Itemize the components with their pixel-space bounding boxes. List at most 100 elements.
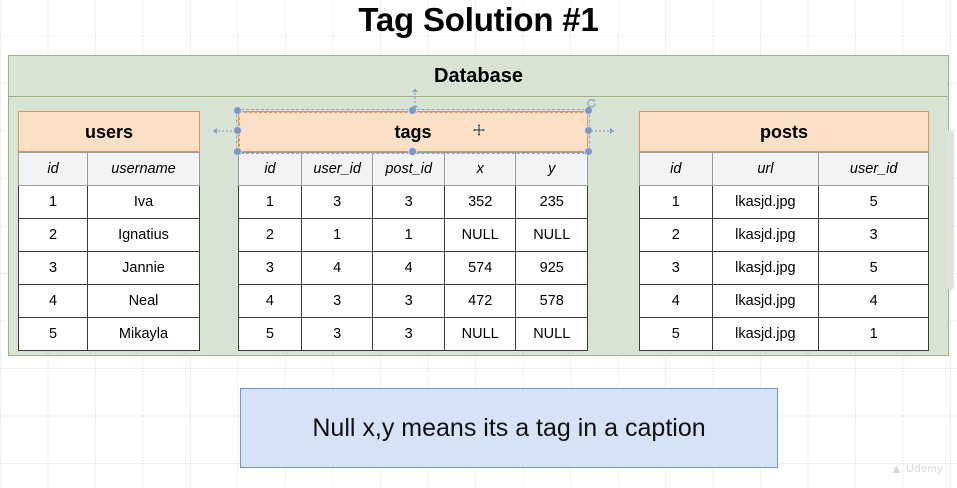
cell-id: 5 [18,317,88,351]
table-tags-body: 1 3 3 352 235 2 1 1 NULL NULL 3 4 4 [238,185,588,351]
column-header: x [443,152,517,186]
udemy-logo-icon: ▲ [889,461,904,476]
database-title: Database [9,56,948,97]
cell-id: 5 [238,317,302,351]
table-row[interactable]: 3 Jannie [18,251,200,285]
snap-guide-left-arrow-icon [212,123,238,134]
resize-handle-bottom-left[interactable] [233,147,242,156]
table-users[interactable]: users id username 1 Iva 2 Ignatius 3 [18,111,200,351]
cell-post-id: 4 [372,251,445,285]
cell-y-null: NULL [515,317,588,351]
cell-id: 3 [238,251,302,285]
cell-username: Mikayla [87,317,200,351]
cell-user-id: 3 [300,284,374,318]
cell-url: lkasjd.jpg [711,218,820,252]
cell-x: 574 [443,251,517,285]
cell-x: 352 [443,185,517,219]
table-row[interactable]: 4 3 3 472 578 [238,284,588,318]
cell-y: 578 [515,284,588,318]
cell-user-id: 5 [818,185,929,219]
table-users-header-row: id username [18,152,200,186]
cell-user-id: 4 [300,251,374,285]
cell-url: lkasjd.jpg [711,185,820,219]
snap-guide-vertical-arrow-icon [410,88,420,110]
table-users-body: 1 Iva 2 Ignatius 3 Jannie 4 Neal 5 Mik [18,185,200,351]
cell-id: 2 [639,218,713,252]
cell-username: Jannie [87,251,200,285]
cell-id: 5 [639,317,713,351]
resize-handle-top-right[interactable] [584,106,593,115]
note-callout-box[interactable]: Null x,y means its a tag in a caption [240,388,778,468]
table-row[interactable]: 3 lkasjd.jpg 5 [639,251,929,285]
table-posts-title: posts [639,111,929,152]
move-cursor-icon [472,123,486,137]
cell-user-id: 3 [300,317,374,351]
cell-y: 925 [515,251,588,285]
cell-user-id: 5 [818,251,929,285]
cell-username: Ignatius [87,218,200,252]
cell-id: 3 [18,251,88,285]
cell-id: 4 [238,284,302,318]
cell-url: lkasjd.jpg [711,251,820,285]
watermark: ▲ Udemy [890,461,943,476]
cell-y: 235 [515,185,588,219]
cell-user-id: 1 [300,218,374,252]
resize-handle-top-left[interactable] [233,106,242,115]
table-row[interactable]: 4 lkasjd.jpg 4 [639,284,929,318]
table-row[interactable]: 5 lkasjd.jpg 1 [639,317,929,351]
cell-post-id: 3 [372,284,445,318]
cell-id: 3 [639,251,713,285]
cell-username: Iva [87,185,200,219]
column-header: id [639,152,713,186]
cell-id: 1 [238,185,302,219]
table-posts-body: 1 lkasjd.jpg 5 2 lkasjd.jpg 3 3 lkasjd.j… [639,185,929,351]
table-tags-header-row: id user_id post_id x y [238,152,588,186]
table-row[interactable]: 2 1 1 NULL NULL [238,218,588,252]
column-header: user_id [818,152,929,186]
resize-handle-bottom-right[interactable] [584,147,593,156]
cell-x-null: NULL [443,317,517,351]
cell-x: 472 [443,284,517,318]
snap-guide-right-arrow-icon [589,123,615,134]
resize-handle-bottom-center[interactable] [408,147,417,156]
cell-post-id: 1 [372,218,445,252]
cell-id: 4 [639,284,713,318]
table-row[interactable]: 5 3 3 NULL NULL [238,317,588,351]
table-row[interactable]: 2 lkasjd.jpg 3 [639,218,929,252]
cell-post-id: 3 [372,317,445,351]
column-header: post_id [372,152,445,186]
column-header: username [87,152,200,186]
column-header: id [18,152,88,186]
table-row[interactable]: 1 Iva [18,185,200,219]
table-row[interactable]: 3 4 4 574 925 [238,251,588,285]
table-row[interactable]: 4 Neal [18,284,200,318]
note-text: Null x,y means its a tag in a caption [312,413,706,442]
table-row[interactable]: 1 lkasjd.jpg 5 [639,185,929,219]
cell-id: 1 [639,185,713,219]
vertical-scrollbar[interactable] [947,130,954,290]
rotate-handle-icon[interactable] [586,98,597,109]
column-header: url [711,152,820,186]
cell-id: 4 [18,284,88,318]
resize-handle-middle-left[interactable] [233,126,242,135]
cell-username: Neal [87,284,200,318]
table-tags-grid: id user_id post_id x y 1 3 3 352 235 2 1 [238,152,588,351]
cell-id: 1 [18,185,88,219]
cell-url: lkasjd.jpg [711,317,820,351]
watermark-label: Udemy [906,462,943,475]
table-row[interactable]: 5 Mikayla [18,317,200,351]
cell-url: lkasjd.jpg [711,284,820,318]
table-tags-title: tags [238,111,588,152]
table-users-title: users [18,111,200,152]
cell-post-id: 3 [372,185,445,219]
column-header: y [515,152,588,186]
table-row[interactable]: 2 Ignatius [18,218,200,252]
column-header: id [238,152,302,186]
page-title: Tag Solution #1 [358,1,599,38]
cell-x-null: NULL [443,218,517,252]
table-posts[interactable]: posts id url user_id 1 lkasjd.jpg 5 2 lk… [639,111,929,351]
cell-user-id: 3 [300,185,374,219]
cell-y-null: NULL [515,218,588,252]
table-row[interactable]: 1 3 3 352 235 [238,185,588,219]
